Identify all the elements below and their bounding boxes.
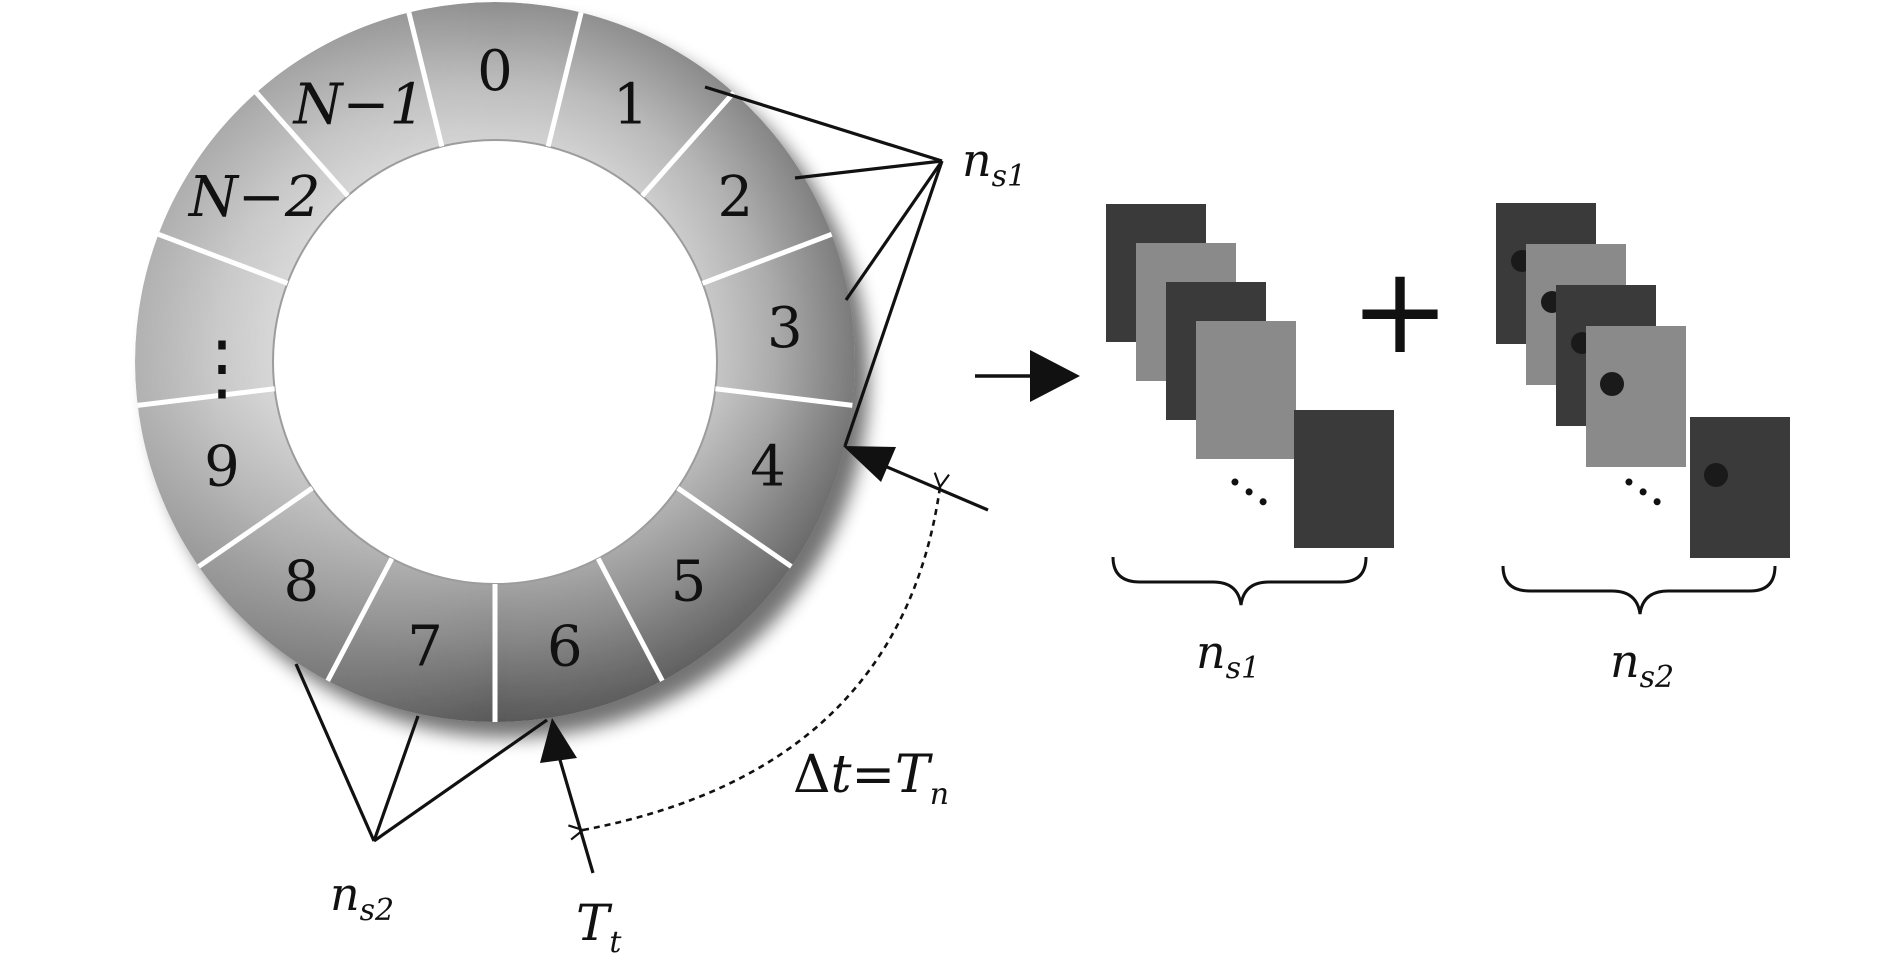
ring-segment-label: N−1 xyxy=(292,72,426,137)
interval-arc xyxy=(568,472,950,841)
ring-segment-label: 6 xyxy=(547,615,583,680)
frame-last xyxy=(1294,410,1394,548)
label-ns2-stack-subscript: s2 xyxy=(1640,660,1674,695)
frame-last-dot xyxy=(1704,463,1728,487)
label-ns2-ring-subscript: s2 xyxy=(360,893,394,928)
ring-segment-label: 1 xyxy=(613,72,649,137)
ring-segment-label: 0 xyxy=(477,39,513,104)
plus-sign: + xyxy=(1350,242,1451,381)
ring-divider xyxy=(715,386,853,408)
ns1-connector-lines xyxy=(704,85,944,447)
frame-stack-ns1: ··· xyxy=(1106,204,1394,548)
frame-4 xyxy=(1196,321,1296,459)
ring-divider xyxy=(254,90,350,198)
label-ns2-stack: ns2 xyxy=(1610,634,1674,695)
label-t-t: Tt xyxy=(576,894,622,960)
ring-divider xyxy=(640,90,736,198)
ring-divider xyxy=(545,11,584,148)
ring-divider xyxy=(325,557,395,682)
ring-segment-label: 4 xyxy=(750,435,786,500)
label-delta-t-subscript: n xyxy=(930,777,949,812)
ring-segment-label: 3 xyxy=(767,296,803,361)
ring-segment-label: 5 xyxy=(671,550,707,615)
brace-ns2 xyxy=(1501,565,1777,615)
frame-stack-ns2: ··· xyxy=(1496,203,1790,558)
arrow-t-t xyxy=(540,718,595,874)
ring-segment-label: 7 xyxy=(407,615,443,680)
ring-divider xyxy=(157,232,289,286)
frame-4-dot xyxy=(1600,372,1624,396)
ring-segment-label: 9 xyxy=(204,435,240,500)
label-ns1-subscript: s1 xyxy=(992,159,1026,194)
ring-segment-label: 2 xyxy=(717,165,753,230)
label-t-t-subscript: t xyxy=(609,925,622,960)
ring-segment-label: N−2 xyxy=(187,165,321,230)
frame-4 xyxy=(1586,326,1686,467)
arrow-current-position xyxy=(843,446,989,512)
brace-ns1 xyxy=(1111,556,1368,606)
ring-divider xyxy=(701,232,833,286)
label-ns1-stack-subscript: s1 xyxy=(1226,651,1260,686)
ring-divider xyxy=(137,386,275,408)
ring-ellipsis: ⋮ xyxy=(186,325,258,409)
label-delta-t-equals-tn: Δt=Tn xyxy=(793,745,949,812)
stack-ellipsis-ns1: ··· xyxy=(1210,452,1288,533)
label-ns2-ring: ns2 xyxy=(330,867,394,928)
ns2-connector-lines xyxy=(294,663,548,843)
label-ns1: ns1 xyxy=(962,133,1026,194)
ring-segment-label: 8 xyxy=(284,550,320,615)
ring-divider xyxy=(197,486,314,569)
arrow-right xyxy=(975,350,1080,402)
frame-last xyxy=(1690,417,1790,558)
ring-divider xyxy=(406,11,445,148)
label-ns1-stack: ns1 xyxy=(1196,625,1260,686)
